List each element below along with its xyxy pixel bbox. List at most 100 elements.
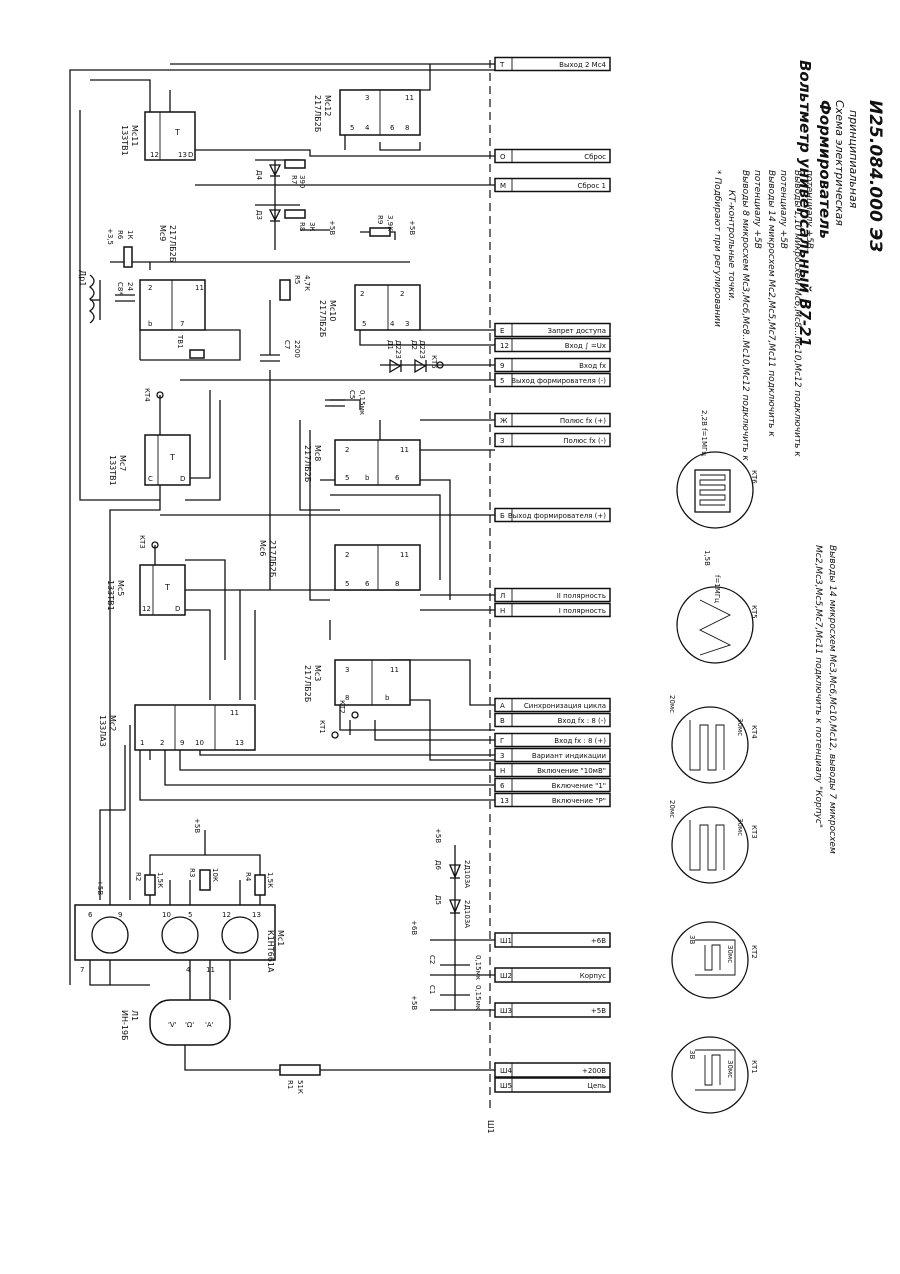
connector-label: Сброс <box>584 153 606 161</box>
connector-pin: Б <box>500 512 505 520</box>
svg-text:3,9К: 3,9К <box>386 215 394 231</box>
chip-mc10-type: 217ЛБ2Б <box>318 300 327 337</box>
connector-power-label: +5В <box>591 1007 606 1015</box>
connector-row <box>494 712 611 728</box>
connector-power-label: +6В <box>591 937 606 945</box>
chip-mc12-type: 217ЛБ2Б <box>313 95 322 132</box>
chip-mc7-type: 133ТВ1 <box>108 455 117 486</box>
connector-label: Включение "1" <box>552 782 606 790</box>
svg-text:ТВ1: ТВ1 <box>176 334 184 349</box>
svg-text:30мс: 30мс <box>726 945 734 963</box>
connector-pin: З <box>500 437 505 445</box>
diode-d6: Д6 2Д103А +5В <box>434 828 471 888</box>
capacitor-c2: С2 0,15мк +6В <box>410 920 482 980</box>
note-1: КТ-контрольные точки. <box>726 190 736 301</box>
svg-text:11: 11 <box>390 666 399 674</box>
connector-row <box>494 432 611 448</box>
svg-text:6: 6 <box>390 124 395 132</box>
chip-mc11-name: Мс11 <box>130 125 139 146</box>
svg-text:Д223: Д223 <box>394 340 402 359</box>
chip-mc6-name: Мс6 <box>258 540 267 556</box>
connector-pin: В <box>500 717 505 725</box>
connector-pin: 5 <box>500 377 504 385</box>
capacitor-c5: С5 0,15мк <box>325 390 366 415</box>
sheet-type-1: Схема электрическая <box>833 100 846 226</box>
svg-text:2Д103А: 2Д103А <box>463 860 471 888</box>
connector-pin: 12 <box>500 342 509 350</box>
diode-d2: Д2 Д223 <box>410 340 427 374</box>
note-2: Выводы 8 микросхем Мс3,Мс6,Мс8..Мс10,Мс1… <box>740 170 750 461</box>
svg-text:С8*: С8* <box>116 282 124 295</box>
connector-pin: Н <box>500 607 505 615</box>
capacitor-c7: С7 2200 <box>260 340 301 362</box>
svg-text:КТ5: КТ5 <box>430 355 438 369</box>
connector-label: Выход 2 Мс4 <box>559 61 606 69</box>
resistor-r3: R3 10К +5В <box>188 818 219 891</box>
resistor-r6: +3,5 R6 1К <box>106 228 134 268</box>
svg-text:С7: С7 <box>283 340 291 349</box>
svg-text:КТ5: КТ5 <box>750 605 758 619</box>
title: Вольтметр универсальный В7-21 <box>796 60 814 347</box>
chip-mc11-type: 133ТВ1 <box>120 125 129 156</box>
svg-text:+5В: +5В <box>410 995 418 1010</box>
oscillograms: КТ6 2,2В f=1МГц КТ5 1,5В f=1МГц КТ4 20мс… <box>668 410 758 1114</box>
connector-power-label: Корпус <box>580 972 606 980</box>
svg-text:1,5К: 1,5К <box>266 872 274 888</box>
svg-text:3В: 3В <box>688 935 696 944</box>
connector-label: Выход формирователя (+) <box>508 512 606 520</box>
connector-label: Полюс fx (-) <box>563 437 606 445</box>
svg-text:1К: 1К <box>126 230 134 239</box>
svg-text:5: 5 <box>345 474 349 482</box>
connector-label: Вход ∫ =Uх <box>565 342 606 350</box>
svg-text:2,2В f=1МГц: 2,2В f=1МГц <box>700 410 708 456</box>
connector-power-pin: Ш1 <box>500 937 512 945</box>
svg-text:13: 13 <box>252 911 261 919</box>
chip-mc8-name: Мс8 <box>313 445 322 461</box>
note-4: Выводы 14 микросхем Мс2,Мс5,Мс7,Мс11 под… <box>766 170 776 437</box>
resistor-r4: R4 1,5К <box>244 872 274 896</box>
note-5: потенциалу +5В <box>778 170 788 249</box>
connector-power-pin: Ш5 <box>500 1082 512 1090</box>
chip-mc2-type: 133ЛА3 <box>98 715 107 747</box>
svg-text:КТ2: КТ2 <box>338 700 346 714</box>
svg-text:3В: 3В <box>688 1050 696 1059</box>
svg-text:C: C <box>148 475 153 483</box>
svg-text:11: 11 <box>230 709 239 717</box>
svg-text:0,15мк: 0,15мк <box>474 985 482 1010</box>
capacitor-c8: С8* 24 <box>115 282 135 302</box>
svg-text:Д1: Д1 <box>386 340 394 350</box>
svg-text:10: 10 <box>195 739 204 747</box>
connector-pin: Л <box>500 592 505 600</box>
svg-text:2: 2 <box>345 551 349 559</box>
svg-text:R4: R4 <box>244 872 252 882</box>
svg-text:8: 8 <box>405 124 409 132</box>
resistor-r9: R9 3,9К +5В <box>369 215 416 237</box>
connector-label: I полярность <box>559 607 606 615</box>
chip-mc10-name: Мс10 <box>328 300 337 321</box>
svg-text:8: 8 <box>345 694 349 702</box>
svg-text:'V': 'V' <box>168 1021 177 1029</box>
connector-power-label: Цепь <box>588 1082 606 1090</box>
connector-pin: 9 <box>500 362 504 370</box>
note-7: потенциалу +5В. <box>804 170 814 252</box>
indicator-l1-type: ИН-19Б <box>120 1010 129 1041</box>
connector-pin: Т <box>499 61 505 69</box>
svg-text:'Ω': 'Ω' <box>185 1021 194 1029</box>
connector-label: Включение "Р" <box>552 797 606 805</box>
svg-text:КТ1: КТ1 <box>750 1060 758 1074</box>
connector-label: Выход формирователя (-) <box>511 377 606 385</box>
svg-text:R5: R5 <box>293 275 301 284</box>
svg-text:6: 6 <box>365 580 370 588</box>
svg-text:12: 12 <box>142 605 151 613</box>
svg-text:1,5К: 1,5К <box>156 872 164 888</box>
note-6: Выводы 1,10 микросхем Мс6,Мс8...Мс10,Мс1… <box>792 170 802 457</box>
chip-mc9-name: Мс9 <box>158 225 167 241</box>
svg-text:1,5В: 1,5В <box>703 550 711 566</box>
connector-label: Вариант индикации <box>532 752 606 760</box>
svg-text:КТ4: КТ4 <box>750 725 758 739</box>
